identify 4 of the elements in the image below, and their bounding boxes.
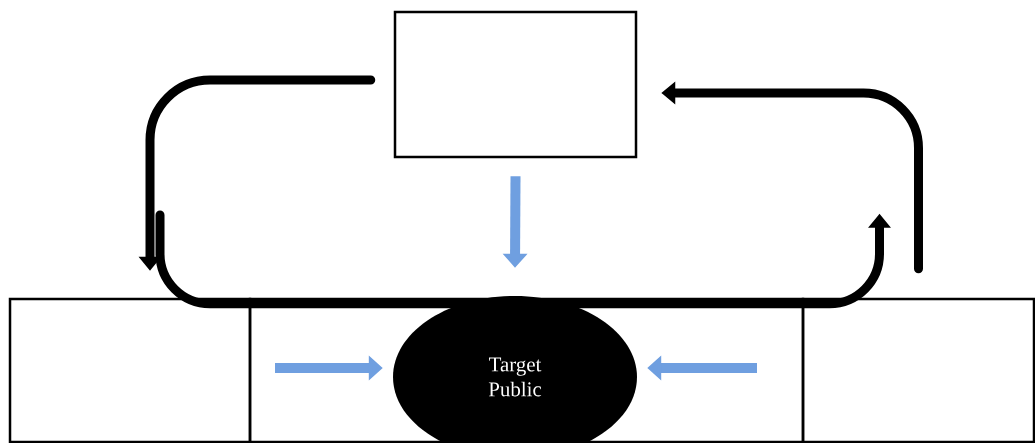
empty-box [8, 297, 252, 443]
empty-box [393, 10, 638, 159]
empty-box [801, 297, 1035, 443]
empty-box [248, 297, 805, 443]
